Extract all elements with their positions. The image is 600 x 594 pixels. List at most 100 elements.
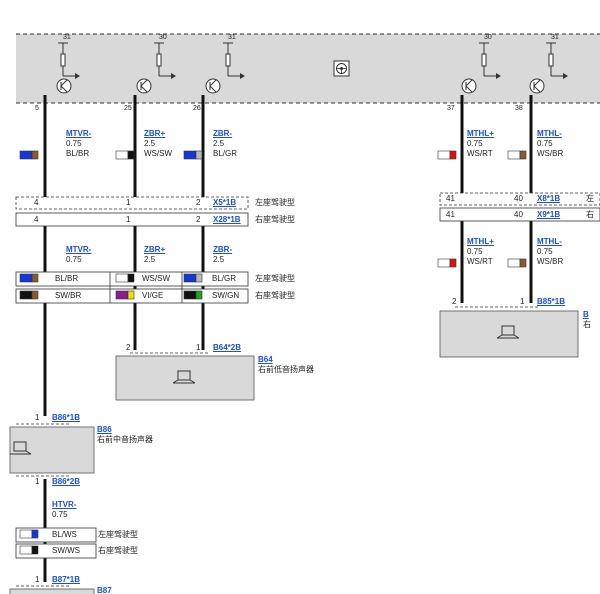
wire-mthl-plus-mid-color: WS/RT <box>467 257 493 266</box>
wire-mthl-minus-color: WS/BR <box>537 149 564 158</box>
transistor-symbols <box>56 42 568 94</box>
b86-conn-top-link[interactable]: B86*1B <box>52 413 81 422</box>
wire-zbr-minus-link[interactable]: ZBR- <box>213 129 233 138</box>
b86-desc: 右前中音扬声器 <box>97 435 153 444</box>
x28-pin-a: 4 <box>34 215 39 224</box>
x5-pin-a: 4 <box>34 198 39 207</box>
wire-htvr-size: 0.75 <box>52 510 68 519</box>
steering-wheel-icon <box>333 60 350 77</box>
color-lhd-c1: BL/BR <box>55 274 79 283</box>
x5-pin-c: 2 <box>196 198 201 207</box>
color-swatch-2 <box>183 150 203 160</box>
wire-mtvr-link[interactable]: MTVR- <box>66 129 92 138</box>
wire-mthl-minus-mid-link[interactable]: MTHL- <box>537 237 562 246</box>
x5-pin-b: 1 <box>126 198 131 207</box>
color-swatch-7 <box>183 273 203 283</box>
wire-zbr-plus-mid-size: 2.5 <box>144 255 156 264</box>
x5-link[interactable]: X5*1B <box>213 198 237 207</box>
wire-mthl-plus-color: WS/RT <box>467 149 493 158</box>
x28-link[interactable]: X28*1B <box>213 215 241 224</box>
htvr-lhd-color: BL/WS <box>52 530 77 539</box>
wire-mthl-plus-mid-size: 0.75 <box>467 247 483 256</box>
htvr-rhd-color: SW/WS <box>52 546 80 555</box>
wire-mtvr-mid-link[interactable]: MTVR- <box>66 245 92 254</box>
color-swatch-8 <box>19 290 39 300</box>
x5-note: 左座驾驶型 <box>255 198 295 207</box>
wire-mthl-plus-link[interactable]: MTHL+ <box>467 129 494 138</box>
color-swatches <box>19 150 527 555</box>
color-swatch-1 <box>115 150 135 160</box>
wire-htvr-link[interactable]: HTVR- <box>52 500 77 509</box>
wire-mthl-plus-size: 0.75 <box>467 139 483 148</box>
b87-conn-link[interactable]: B87*1B <box>52 575 81 584</box>
x9-pin-a: 41 <box>446 210 455 219</box>
x28-note: 右座驾驶型 <box>255 215 295 224</box>
wire-mtvr-color: BL/BR <box>66 149 90 158</box>
color-lhd-c3: BL/GR <box>212 274 237 283</box>
x9-pin-b: 40 <box>514 210 523 219</box>
wire-zbr-plus-color: WS/SW <box>144 149 172 158</box>
color-swatch-10 <box>183 290 203 300</box>
color-lhd-note: 左座驾驶型 <box>255 274 295 283</box>
wire-zbr-plus-link[interactable]: ZBR+ <box>144 129 166 138</box>
pin-25: 25 <box>124 105 132 112</box>
x8-pin-a: 41 <box>446 194 455 203</box>
x8-pin-b: 40 <box>514 194 523 203</box>
connector-x5-row <box>15 196 249 210</box>
connector-x8-row <box>439 192 600 206</box>
ground-label-4: 30 <box>484 34 492 41</box>
htvr-lhd-note: 左座驾驶型 <box>98 530 138 539</box>
wire-zbr-minus-mid-size: 2.5 <box>213 255 225 264</box>
wire-mtvr-size: 0.75 <box>66 139 82 148</box>
connector-x9-row <box>439 207 600 222</box>
b64-speaker-icon <box>172 370 196 384</box>
pin-5: 5 <box>35 105 39 112</box>
b85-pin-a: 2 <box>452 297 457 306</box>
pin-37: 37 <box>447 105 455 112</box>
wire-zbr-minus-size: 2.5 <box>213 139 225 148</box>
wire-zbr-minus-mid-link[interactable]: ZBR- <box>213 245 233 254</box>
b85-desc: 右 <box>583 320 591 329</box>
wire-zbr-plus-mid-link[interactable]: ZBR+ <box>144 245 166 254</box>
wire-mthl-minus-link[interactable]: MTHL- <box>537 129 562 138</box>
b86-id-link[interactable]: B86 <box>97 425 112 434</box>
transistor-2 <box>136 42 176 94</box>
pin-26: 26 <box>193 105 201 112</box>
x9-note: 右 <box>586 210 594 219</box>
b85-speaker-icon <box>496 325 520 339</box>
color-rhd-note: 右座驾驶型 <box>255 291 295 300</box>
color-swatch-12 <box>507 258 527 268</box>
b64-conn-link[interactable]: B64*2B <box>213 343 242 352</box>
b85-id-link[interactable]: B <box>583 310 589 319</box>
x9-link[interactable]: X9*1B <box>537 210 561 219</box>
wire-mthl-plus-mid-link[interactable]: MTHL+ <box>467 237 494 246</box>
color-swatch-11 <box>437 258 457 268</box>
wire-mtvr-mid-size: 0.75 <box>66 255 82 264</box>
color-rhd-c3: SW/GN <box>212 291 240 300</box>
b85-conn-link[interactable]: B85*1B <box>537 297 566 306</box>
x28-pin-b: 1 <box>126 215 131 224</box>
control-module-box <box>16 34 600 103</box>
color-swatch-13 <box>19 529 39 539</box>
color-rhd-c1: SW/BR <box>55 291 82 300</box>
b87-pin: 1 <box>35 575 40 584</box>
x8-note: 左 <box>586 194 594 203</box>
transistor-1 <box>56 42 80 94</box>
b87-id-link[interactable]: B87 <box>97 586 112 594</box>
transistor-3 <box>205 42 245 94</box>
b86-conn-bot-link[interactable]: B86*2B <box>52 477 81 486</box>
b64-id-link[interactable]: B64 <box>258 355 273 364</box>
color-swatch-0 <box>19 150 39 160</box>
b64-speaker-box <box>115 355 255 401</box>
color-swatch-5 <box>19 273 39 283</box>
b86-pin-bot: 1 <box>35 477 40 486</box>
color-swatch-3 <box>437 150 457 160</box>
color-swatch-14 <box>19 545 39 555</box>
b86-speaker-box <box>9 426 95 474</box>
x8-link[interactable]: X8*1B <box>537 194 561 203</box>
ground-label-5: 31 <box>551 34 559 41</box>
transistor-4 <box>461 42 501 94</box>
pin-38: 38 <box>515 105 523 112</box>
wire-mthl-minus-mid-size: 0.75 <box>537 247 553 256</box>
